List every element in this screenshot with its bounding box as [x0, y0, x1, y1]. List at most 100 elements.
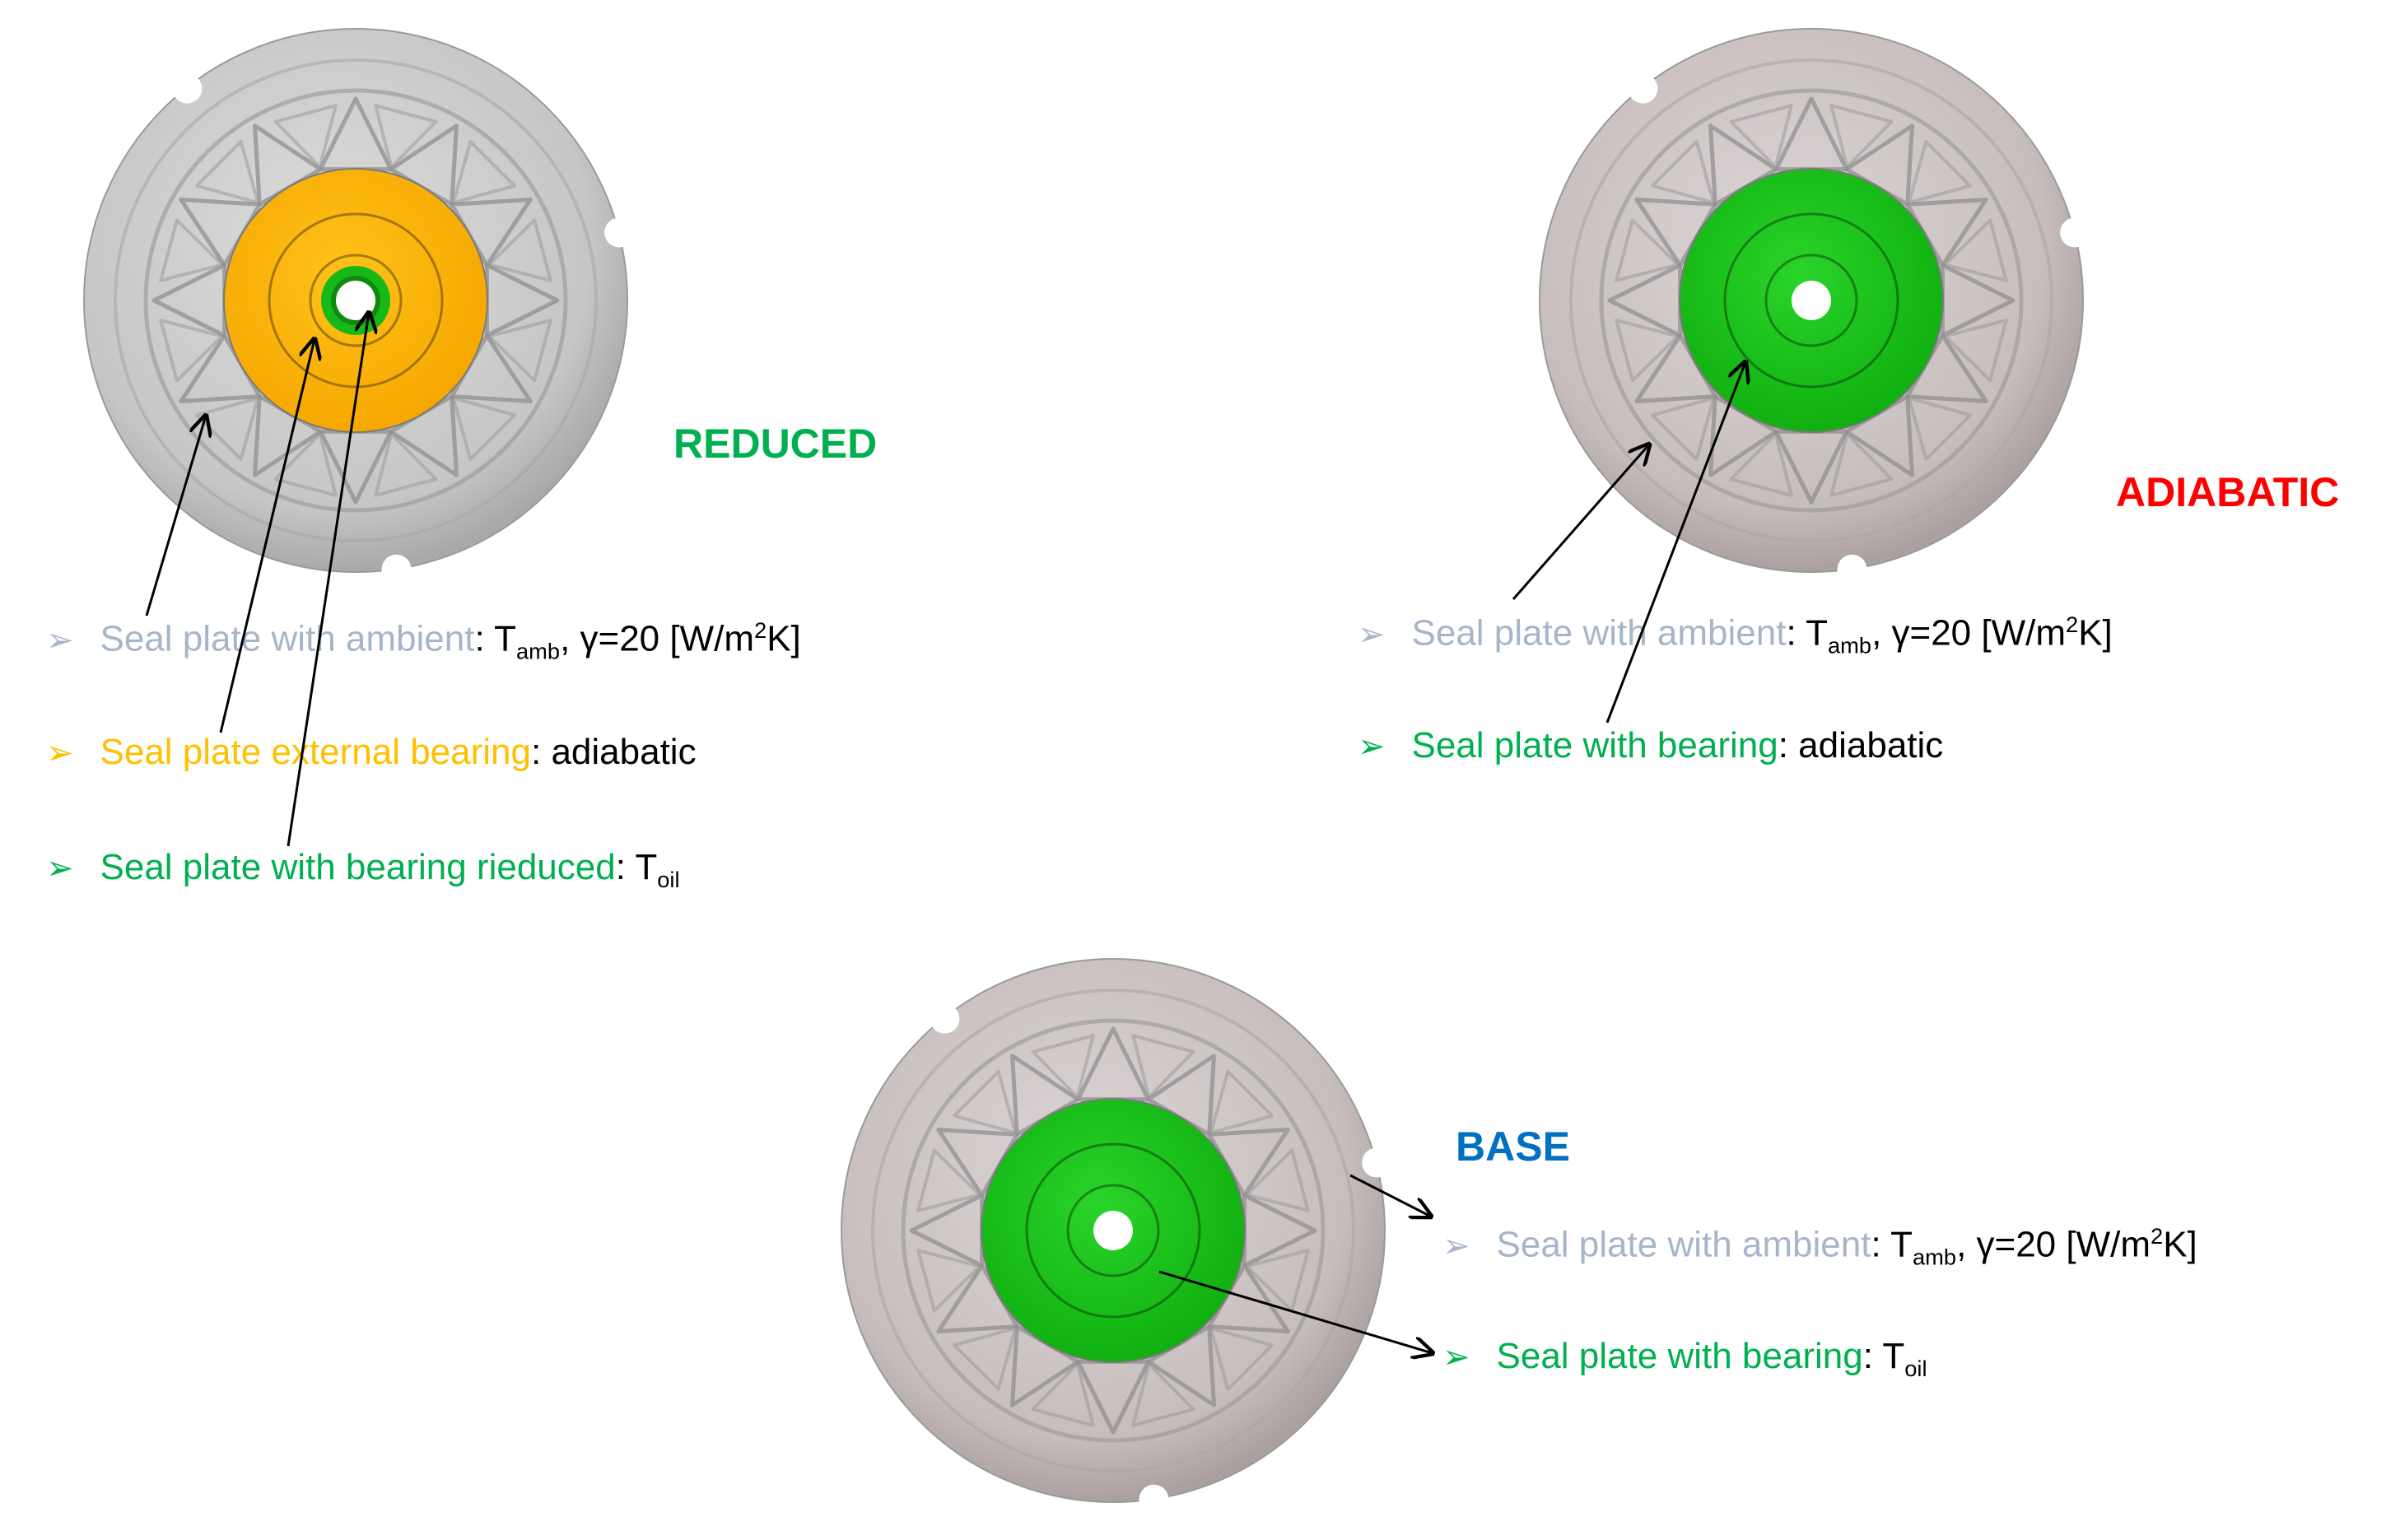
plate-notch — [381, 554, 412, 584]
bullet-sep: : — [1786, 612, 1796, 654]
bullet-value: , γ=20 [W/m — [560, 618, 755, 659]
plate-rib — [1729, 104, 1793, 169]
bullet-sep: : — [1871, 1224, 1881, 1265]
plate-notch — [930, 1003, 960, 1034]
bullet-label: Seal plate with bearing — [1411, 725, 1778, 765]
bullet-label: Seal plate with ambient — [1496, 1224, 1871, 1265]
bullet-label: Seal plate external bearing — [100, 732, 531, 772]
chevron-arrowhead-icon: ➢ — [1358, 616, 1386, 653]
plate-rib — [916, 1249, 981, 1313]
plate-rib — [487, 218, 552, 282]
plate-rib — [1615, 319, 1680, 383]
bullet-symbol: T — [1806, 612, 1829, 654]
plate-notch — [604, 217, 635, 248]
title-reduced: REDUCED — [673, 421, 878, 467]
insert-groove — [1764, 254, 1858, 347]
bullet-sep: : — [474, 618, 485, 659]
bullet-unit-tail: K] — [2078, 612, 2113, 654]
plate-rib — [1651, 140, 1716, 205]
plate-rib — [916, 1148, 981, 1212]
plate-rib — [1245, 1148, 1310, 1212]
plate-notch — [1362, 1147, 1392, 1178]
plate-rib — [1615, 218, 1680, 282]
chevron-arrowhead-icon: ➢ — [1358, 728, 1386, 765]
plate-rib — [159, 218, 224, 282]
chevron-arrowhead-icon: ➢ — [46, 735, 74, 771]
adiabatic-bullet-bearing: ➢ Seal plate with bearing: adiabatic — [1358, 728, 1943, 764]
reduced-bullet-external: ➢ Seal plate external bearing: adiabatic — [46, 734, 697, 770]
plate-rib — [1031, 1362, 1095, 1427]
plate-ring — [1569, 58, 2053, 542]
reduced-bullet-ambient: ➢ Seal plate with ambient: Tamb, γ=20 [W/… — [46, 619, 801, 663]
plate-rib — [1209, 1070, 1274, 1135]
plate-bore — [336, 281, 375, 320]
chevron-arrowhead-icon: ➢ — [1442, 1227, 1470, 1264]
bullet-value: , γ=20 [W/m — [1956, 1224, 2151, 1265]
bullet-label: Seal plate with bearing — [1496, 1336, 1863, 1376]
bullet-sep: : — [1778, 725, 1788, 765]
bullet-subscript: oil — [657, 866, 680, 892]
seal-plate-adiabatic — [1539, 28, 2090, 584]
plate-bore — [1792, 281, 1831, 320]
plate-rib-ring — [901, 1018, 1326, 1443]
plate-bore — [1093, 1211, 1133, 1250]
bullet-label: Seal plate with bearing rieduced — [100, 847, 616, 887]
seal-plate-reduced — [83, 28, 635, 584]
plate-rib-ring — [1599, 88, 2024, 513]
plate-rib — [195, 140, 260, 205]
bullet-sep: : — [530, 732, 542, 772]
bullet-subscript: oil — [1904, 1355, 1927, 1381]
bullet-unit-tail: K] — [767, 618, 801, 659]
plate-rib — [1131, 1362, 1195, 1427]
plate-rib — [1907, 140, 1972, 205]
plate-notch — [1837, 554, 1867, 584]
title-adiabatic: ADIABATIC — [2116, 469, 2340, 515]
plate-rib — [374, 104, 438, 169]
plate-rib — [451, 396, 516, 461]
plate-rib — [1943, 319, 2008, 383]
bullet-unit-tail: K] — [2163, 1224, 2197, 1265]
bullet-superscript: 2 — [754, 617, 767, 643]
chevron-arrowhead-icon: ➢ — [46, 850, 74, 886]
bullet-superscript: 2 — [2066, 612, 2079, 637]
plate-rib — [374, 432, 438, 497]
plate-ring — [871, 989, 1355, 1473]
bullet-symbol: T — [635, 847, 658, 887]
plate-rib — [1943, 218, 2008, 282]
reduced-bullet-bearing: ➢Seal plate with bearing rieduced: Toil — [46, 849, 680, 891]
plate-rib — [1829, 104, 1894, 169]
bullet-subscript: amb — [1828, 632, 1872, 658]
adiabatic-bullet-ambient: ➢ Seal plate with ambient: Tamb, γ=20 [W/… — [1358, 613, 2113, 657]
plate-rib — [1031, 1034, 1095, 1099]
plate-rib — [1131, 1034, 1195, 1099]
bullet-symbol: T — [494, 618, 517, 659]
bullet-label: Seal plate with ambient — [1411, 612, 1787, 654]
plate-rib — [273, 104, 338, 169]
plate-rib — [1907, 396, 1972, 461]
plate-rib — [953, 1070, 1018, 1135]
plate-notch — [172, 73, 203, 104]
bullet-label: Seal plate with ambient — [100, 618, 475, 659]
bullet-value: adiabatic — [1798, 725, 1944, 765]
chevron-arrowhead-icon: ➢ — [1442, 1339, 1470, 1375]
bullet-symbol: T — [1890, 1224, 1913, 1265]
plate-rib — [1829, 432, 1894, 497]
bullet-symbol: T — [1882, 1336, 1905, 1376]
title-base: BASE — [1456, 1124, 1570, 1170]
bullet-value: , γ=20 [W/m — [1871, 612, 2067, 654]
bullet-sep: : — [1862, 1336, 1873, 1376]
bullet-subscript: amb — [516, 638, 561, 664]
insert-groove — [1025, 1142, 1201, 1319]
insert-groove — [1723, 212, 1899, 388]
plate-rib — [487, 319, 552, 383]
plate-rib — [1729, 432, 1793, 497]
plate-rib — [159, 319, 224, 383]
plate-notch — [1628, 73, 1658, 104]
chevron-arrowhead-icon: ➢ — [46, 621, 74, 658]
bullet-superscript: 2 — [2151, 1223, 2164, 1249]
plate-notch — [2060, 217, 2090, 248]
bullet-value: adiabatic — [551, 732, 697, 772]
base-bullet-bearing: ➢ Seal plate with bearing: Toil — [1442, 1338, 1927, 1379]
insert-groove — [1066, 1184, 1160, 1277]
base-bullet-ambient: ➢Seal plate with ambient: Tamb, γ=20 [W/… — [1442, 1225, 2197, 1268]
